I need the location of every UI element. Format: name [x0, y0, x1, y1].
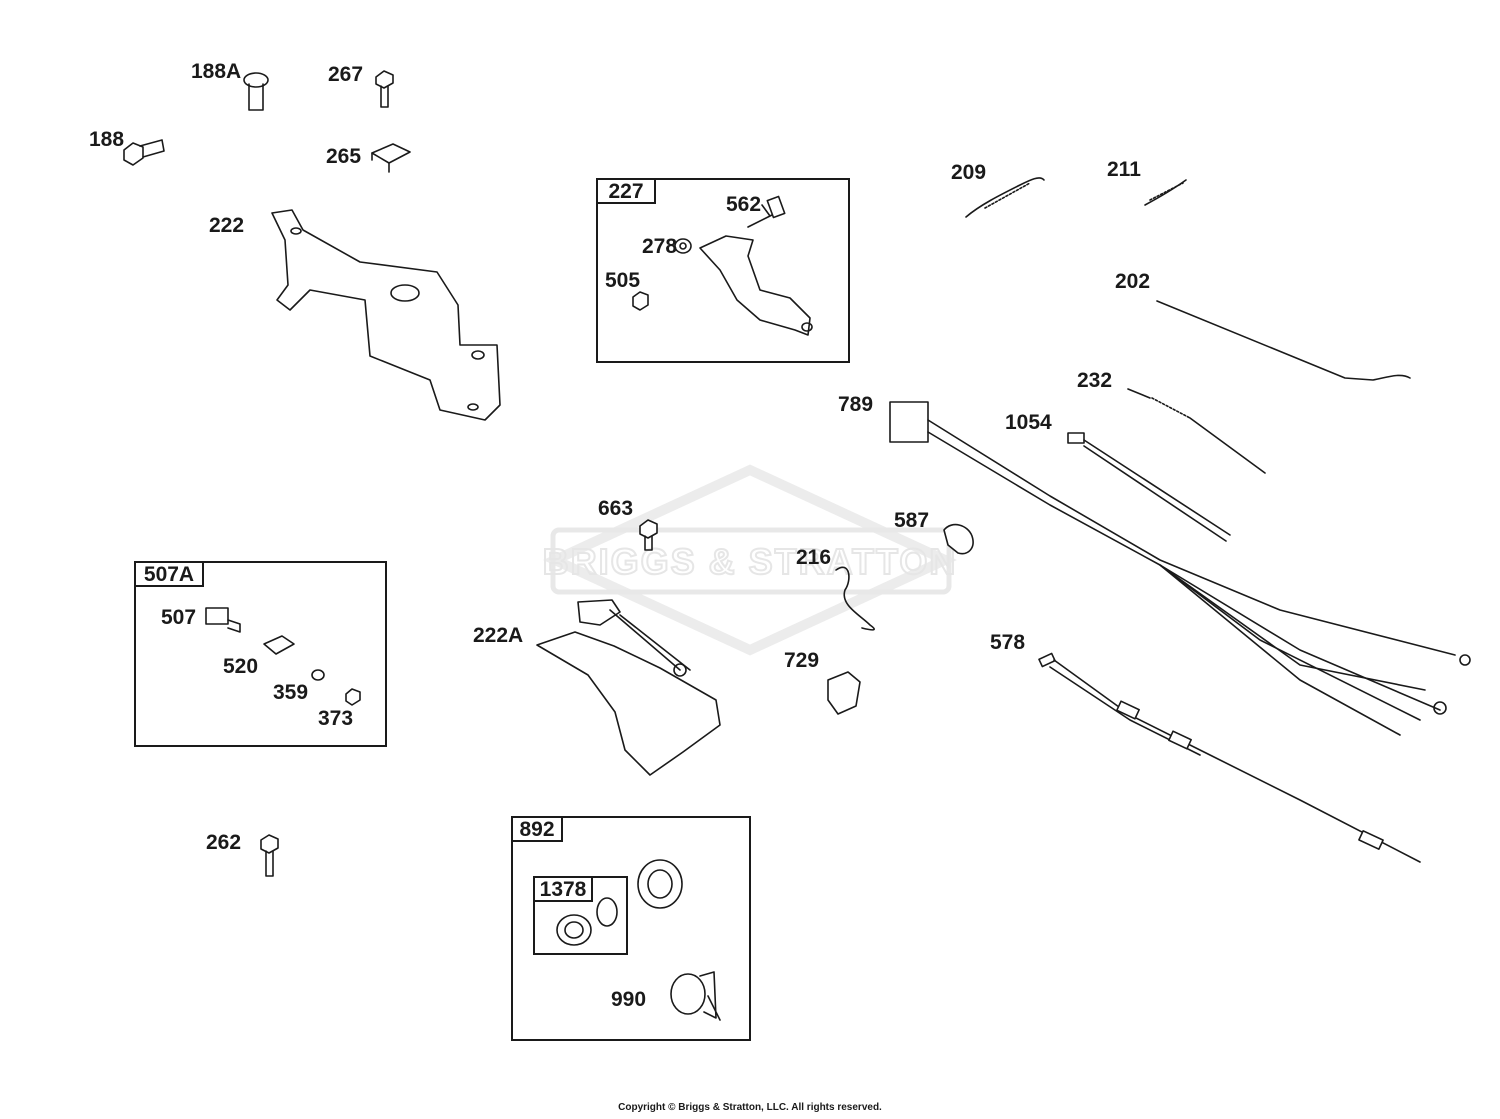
label-578: 578: [990, 631, 1025, 654]
control-lever-562-icon: [699, 195, 813, 336]
clamp-587-icon: [943, 523, 974, 555]
spring-216-icon: [835, 566, 875, 631]
key-990-icon: [670, 971, 721, 1021]
label-188A: 188A: [191, 60, 241, 83]
label-209: 209: [951, 161, 986, 184]
bolt-267-icon: [375, 70, 394, 108]
harness-789-icon: [889, 401, 1471, 736]
kit-box-1378-label: 1378: [540, 878, 587, 901]
washer-278-icon: [674, 238, 692, 254]
label-202: 202: [1115, 270, 1150, 293]
bolt-262-icon: [260, 834, 279, 877]
label-587: 587: [894, 509, 929, 532]
label-1054: 1054: [1005, 411, 1052, 434]
plate-520-icon: [263, 635, 295, 655]
label-373: 373: [318, 707, 353, 730]
kit-box-227-label: 227: [608, 180, 643, 203]
copyright-footer: Copyright © Briggs & Stratton, LLC. All …: [618, 1102, 882, 1113]
switch-507-icon: [205, 607, 241, 633]
spring-232-icon: [1127, 388, 1266, 474]
spring-209-icon: [965, 177, 1045, 218]
label-520: 520: [223, 655, 258, 678]
cap-729-icon: [827, 671, 861, 715]
label-990: 990: [611, 988, 646, 1011]
label-789: 789: [838, 393, 873, 416]
bolt-188A-icon: [243, 72, 269, 111]
label-278: 278: [642, 235, 677, 258]
label-188: 188: [89, 128, 124, 151]
kit-box-892: 892: [511, 816, 751, 1041]
rod-202-icon: [1156, 300, 1411, 381]
label-729: 729: [784, 649, 819, 672]
cable-578-icon: [1038, 652, 1421, 863]
label-359: 359: [273, 681, 308, 704]
screw-663-icon: [639, 519, 658, 551]
brand-watermark: BRIGGS & STRATTON: [542, 464, 958, 656]
label-216: 216: [796, 546, 831, 569]
label-222A: 222A: [473, 624, 523, 647]
label-267: 267: [328, 63, 363, 86]
label-562: 562: [726, 193, 761, 216]
label-222: 222: [209, 214, 244, 237]
kit-box-507A: 507A: [134, 561, 387, 747]
label-505: 505: [605, 269, 640, 292]
bolt-188-icon: [123, 139, 165, 166]
switch-892-icon: [637, 859, 683, 909]
label-663: 663: [598, 497, 633, 520]
label-507: 507: [161, 606, 196, 629]
kit-box-892-label: 892: [519, 818, 554, 841]
label-265: 265: [326, 145, 361, 168]
nut-505-icon: [632, 291, 649, 311]
panel-222A-icon: [536, 599, 721, 776]
kit-box-507A-label: 507A: [144, 563, 194, 586]
spring-211-icon: [1144, 179, 1187, 206]
kit-box-227: 227: [596, 178, 850, 363]
clip-265-icon: [371, 143, 411, 173]
watermark-text: BRIGGS & STRATTON: [543, 541, 958, 582]
kit-box-1378: 1378: [533, 876, 628, 955]
label-232: 232: [1077, 369, 1112, 392]
tie-1054-icon: [1067, 432, 1231, 542]
label-262: 262: [206, 831, 241, 854]
washer-359-icon: [311, 669, 325, 681]
nut-373-icon: [345, 688, 361, 706]
label-211: 211: [1107, 158, 1141, 181]
bracket-222-icon: [271, 209, 501, 421]
bezel-1378-icon: [556, 897, 618, 946]
